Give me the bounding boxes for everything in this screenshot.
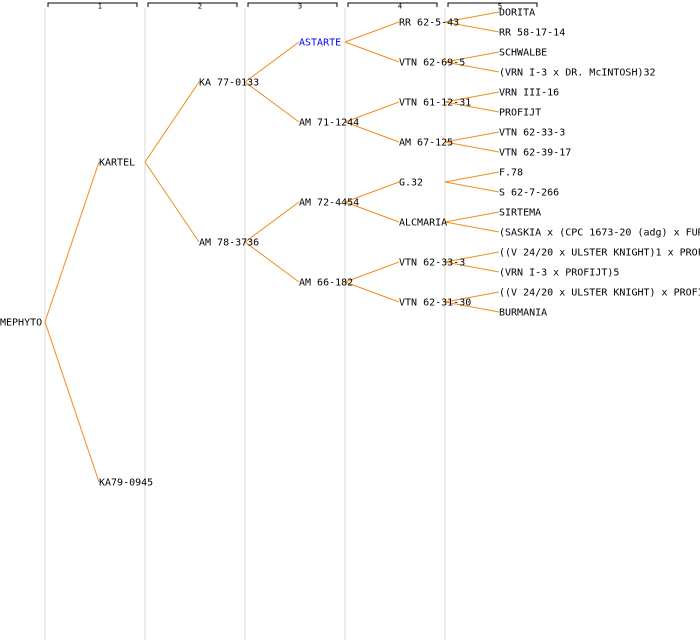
tree-node-label: S 62-7-266 [499,188,559,199]
tree-node-label: KA79-0945 [99,478,153,489]
tree-node-label: ((V 24/20 x ULSTER KNIGHT)1 x PROFIJT) [499,248,700,259]
tree-node-label: DORITA [499,8,535,19]
tree-node-label: F.78 [499,168,523,179]
column-header-bracket [347,2,438,7]
tree-edge [344,101,400,123]
tree-node-label: RR 58-17-14 [499,28,565,39]
column-header: 1 2 3 4 5 [47,2,538,11]
tree-node-label: (SASKIA x (CPC 1673-20 (adg) x FURORE)) [499,228,700,239]
tree-edge [344,281,400,303]
tree-edge [444,61,500,73]
tree-node-label: KA 77-0133 [199,78,259,89]
tree-edges [44,11,500,483]
tree-edge [444,261,500,273]
tree-node-label: ((V 24/20 x ULSTER KNIGHT) x PROFIJT) [499,288,700,299]
tree-node-label: AM 71-1244 [299,118,359,129]
tree-edge [444,91,500,103]
tree-edge [444,171,500,183]
tree-node-label: RR 62-5-43 [399,18,459,29]
tree-node-label: (VRN I-3 x PROFIJT)5 [499,268,619,279]
column-header-bracket [47,2,138,7]
column-number: 4 [398,3,403,11]
tree-node-label: VTN 62-33-3 [499,128,565,139]
tree-edge [444,11,500,23]
tree-edge [344,181,400,203]
tree-edge [44,321,100,483]
tree-edge [244,241,300,283]
tree-node-label: SCHWALBE [499,48,547,59]
tree-node-label: VTN 61-12-31 [399,98,471,109]
tree-edge [344,261,400,283]
tree-edge [344,121,400,143]
tree-edge [44,161,100,323]
column-gridlines [44,8,446,640]
tree-node-label: VRN III-16 [499,88,559,99]
tree-node-label: MEPHYTO [0,318,42,329]
tree-node-label: VTN 62-39-17 [499,148,571,159]
tree-node-label: AM 66-182 [299,278,353,289]
tree-edge [144,161,200,243]
tree-edge [344,201,400,223]
tree-node-label: VTN 62-69-5 [399,58,465,69]
tree-node-label: AM 78-3736 [199,238,259,249]
tree-edge [444,181,500,193]
tree-edge [244,81,300,123]
column-number: 5 [498,3,502,11]
tree-labels: MEPHYTO KARTEL KA79-0945 KA 77-0133 AM 78-37… [0,8,700,489]
tree-node-label: (VRN I-3 x DR. McINTOSH)32 [499,68,656,79]
tree-edge [444,221,500,233]
tree-edge [244,201,300,243]
tree-node-label: AM 72-4454 [299,198,359,209]
tree-edge [444,301,500,313]
tree-edge [444,101,500,113]
tree-node-label: AM 67-125 [399,138,453,149]
tree-edge [344,21,400,43]
tree-edge [444,141,500,153]
tree-edge [444,21,500,33]
column-header-bracket [147,2,238,7]
tree-edge [144,81,200,163]
tree-edge [344,41,400,63]
tree-node-label: PROFIJT [499,108,541,119]
tree-edge [444,51,500,63]
column-number: 1 [98,3,102,11]
tree-edge [444,291,500,303]
tree-node-label: VTN 62-33-3 [399,258,465,269]
column-header-bracket [247,2,338,7]
column-header-bracket [447,2,538,7]
tree-node-label: SIRTEMA [499,208,541,219]
tree-node-label: KARTEL [99,158,135,169]
column-number: 2 [198,3,202,11]
column-number: 3 [298,3,302,11]
tree-node-label: BURMANIA [499,308,547,319]
tree-node-label: VTN 62-31-30 [399,298,471,309]
tree-node-link[interactable]: ASTARTE [299,38,341,49]
tree-node-label: ALCMARIA [399,218,447,229]
tree-edge [444,131,500,143]
tree-edge [444,211,500,223]
tree-edge [444,251,500,263]
tree-edge [244,41,300,83]
tree-node-label: G.32 [399,178,423,189]
